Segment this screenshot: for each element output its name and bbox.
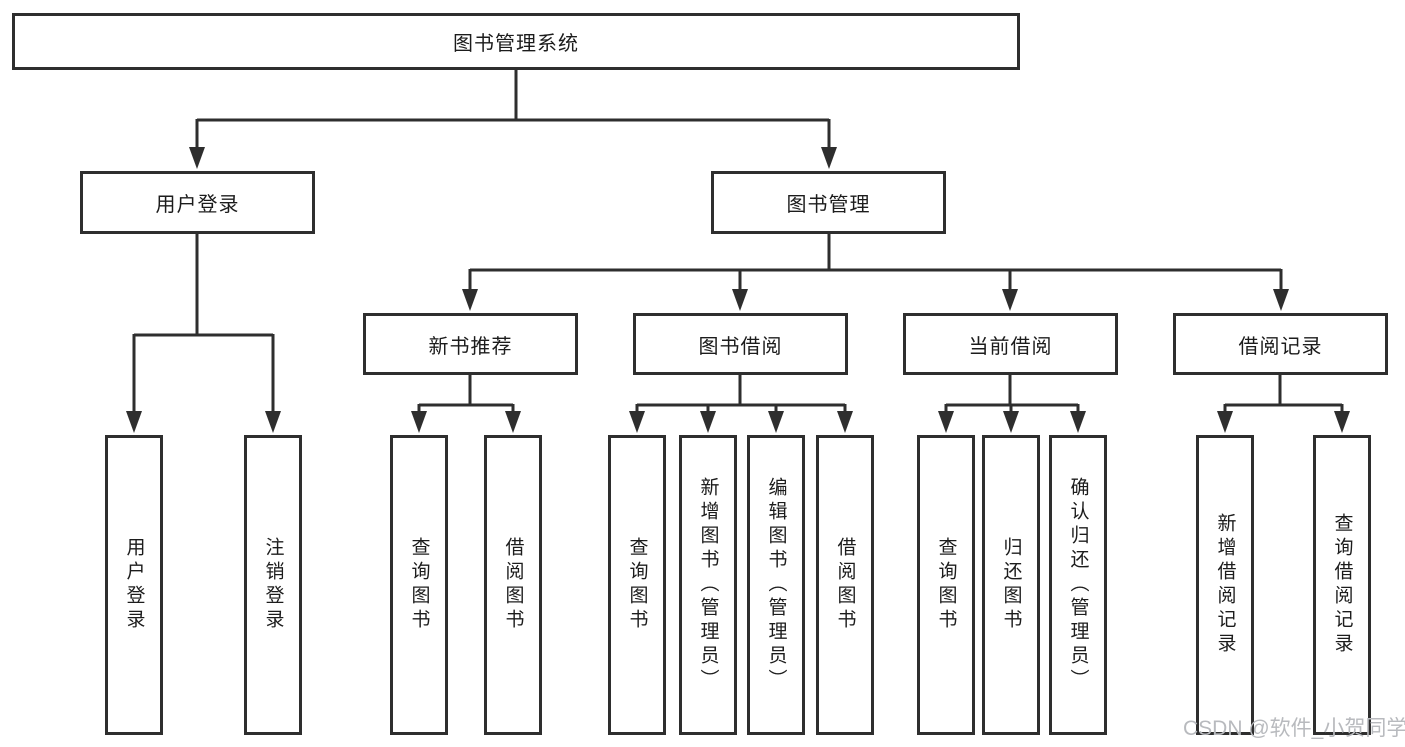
leaf-current-return-books: 归还图书	[982, 435, 1040, 735]
node-current-borrowing-label: 当前借阅	[968, 335, 1053, 358]
node-borrow-records: 借阅记录	[1173, 313, 1388, 375]
leaf-borrowing-borrow-books: 借阅图书	[816, 435, 874, 735]
leaf-borrowing-edit-books-admin: 编辑图书（管理员）	[747, 435, 805, 735]
watermark: CSDN @软件_小贺同学	[1183, 717, 1405, 740]
node-book-management: 图书管理	[711, 171, 946, 234]
node-new-book-recommend-label: 新书推荐	[428, 335, 513, 358]
node-book-borrowing-label: 图书借阅	[698, 335, 783, 358]
leaf-logout: 注销登录	[244, 435, 302, 735]
node-borrow-records-label: 借阅记录	[1238, 335, 1323, 358]
node-book-management-label: 图书管理	[786, 194, 871, 216]
node-user-login-label: 用户登录	[155, 194, 240, 216]
leaf-records-add-record: 新增借阅记录	[1196, 435, 1254, 735]
node-user-login: 用户登录	[80, 171, 315, 234]
leaf-newbook-borrow-books: 借阅图书	[484, 435, 542, 735]
node-book-borrowing: 图书借阅	[633, 313, 848, 375]
leaf-records-query-record: 查询借阅记录	[1313, 435, 1371, 735]
leaf-user-login: 用户登录	[105, 435, 163, 735]
leaf-borrowing-query-books: 查询图书	[608, 435, 666, 735]
leaf-newbook-query-books: 查询图书	[390, 435, 448, 735]
leaf-current-query-books: 查询图书	[917, 435, 975, 735]
leaf-current-confirm-return-admin: 确认归还（管理员）	[1049, 435, 1107, 735]
node-root-system: 图书管理系统	[12, 13, 1020, 70]
node-new-book-recommend: 新书推荐	[363, 313, 578, 375]
leaf-borrowing-add-books-admin: 新增图书（管理员）	[679, 435, 737, 735]
node-root-label: 图书管理系统	[453, 33, 579, 55]
arrowheads	[126, 147, 1350, 433]
node-current-borrowing: 当前借阅	[903, 313, 1118, 375]
